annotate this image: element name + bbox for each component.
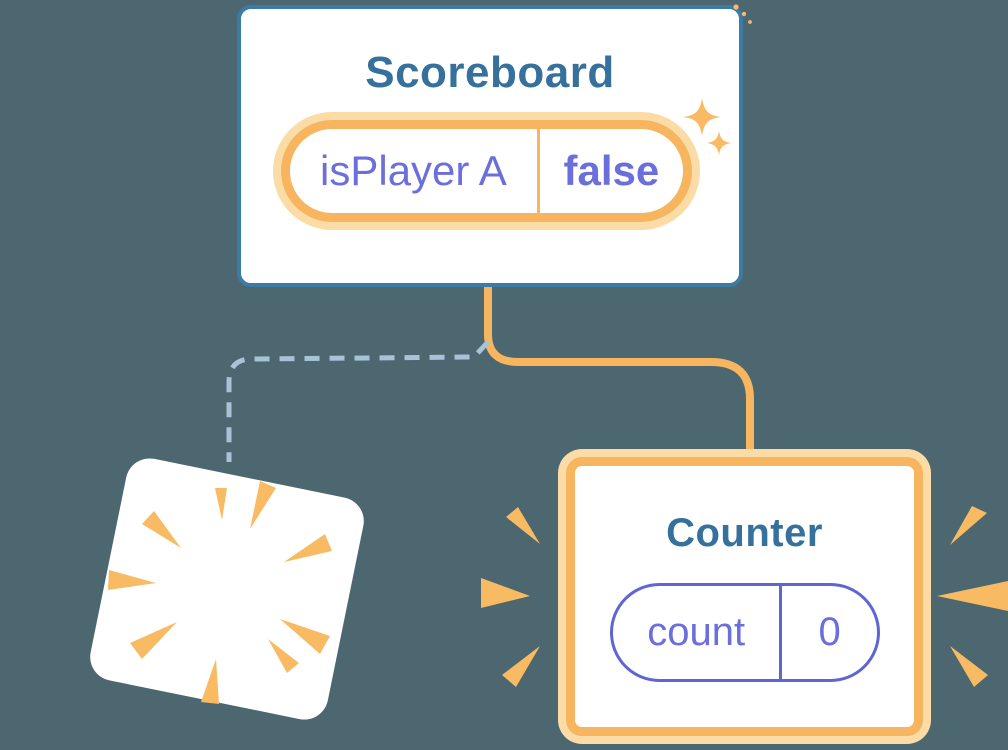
poof-icon — [90, 458, 364, 720]
scoreboard-title: Scoreboard — [365, 48, 615, 97]
state-key: isPlayer A — [320, 147, 507, 194]
counter-state-pill: count 0 — [610, 583, 880, 682]
scoreboard-state-pill: isPlayer A false — [273, 112, 700, 230]
sparkles-icon — [683, 4, 752, 155]
state-value: false — [563, 147, 660, 194]
counter-title: Counter — [666, 511, 823, 555]
state-key: count — [647, 610, 746, 654]
pill-divider — [536, 129, 540, 213]
pill-divider — [779, 586, 783, 679]
scoreboard-card: Scoreboard isPlayer A false — [237, 5, 743, 287]
state-pill-body: isPlayer A false — [281, 120, 692, 222]
counter-card: Counter count 0 — [558, 449, 931, 744]
emphasis-rays-icon — [481, 506, 1008, 687]
connector-removed-line — [226, 340, 490, 462]
connector-active-line — [484, 287, 754, 455]
state-value: 0 — [818, 610, 841, 654]
